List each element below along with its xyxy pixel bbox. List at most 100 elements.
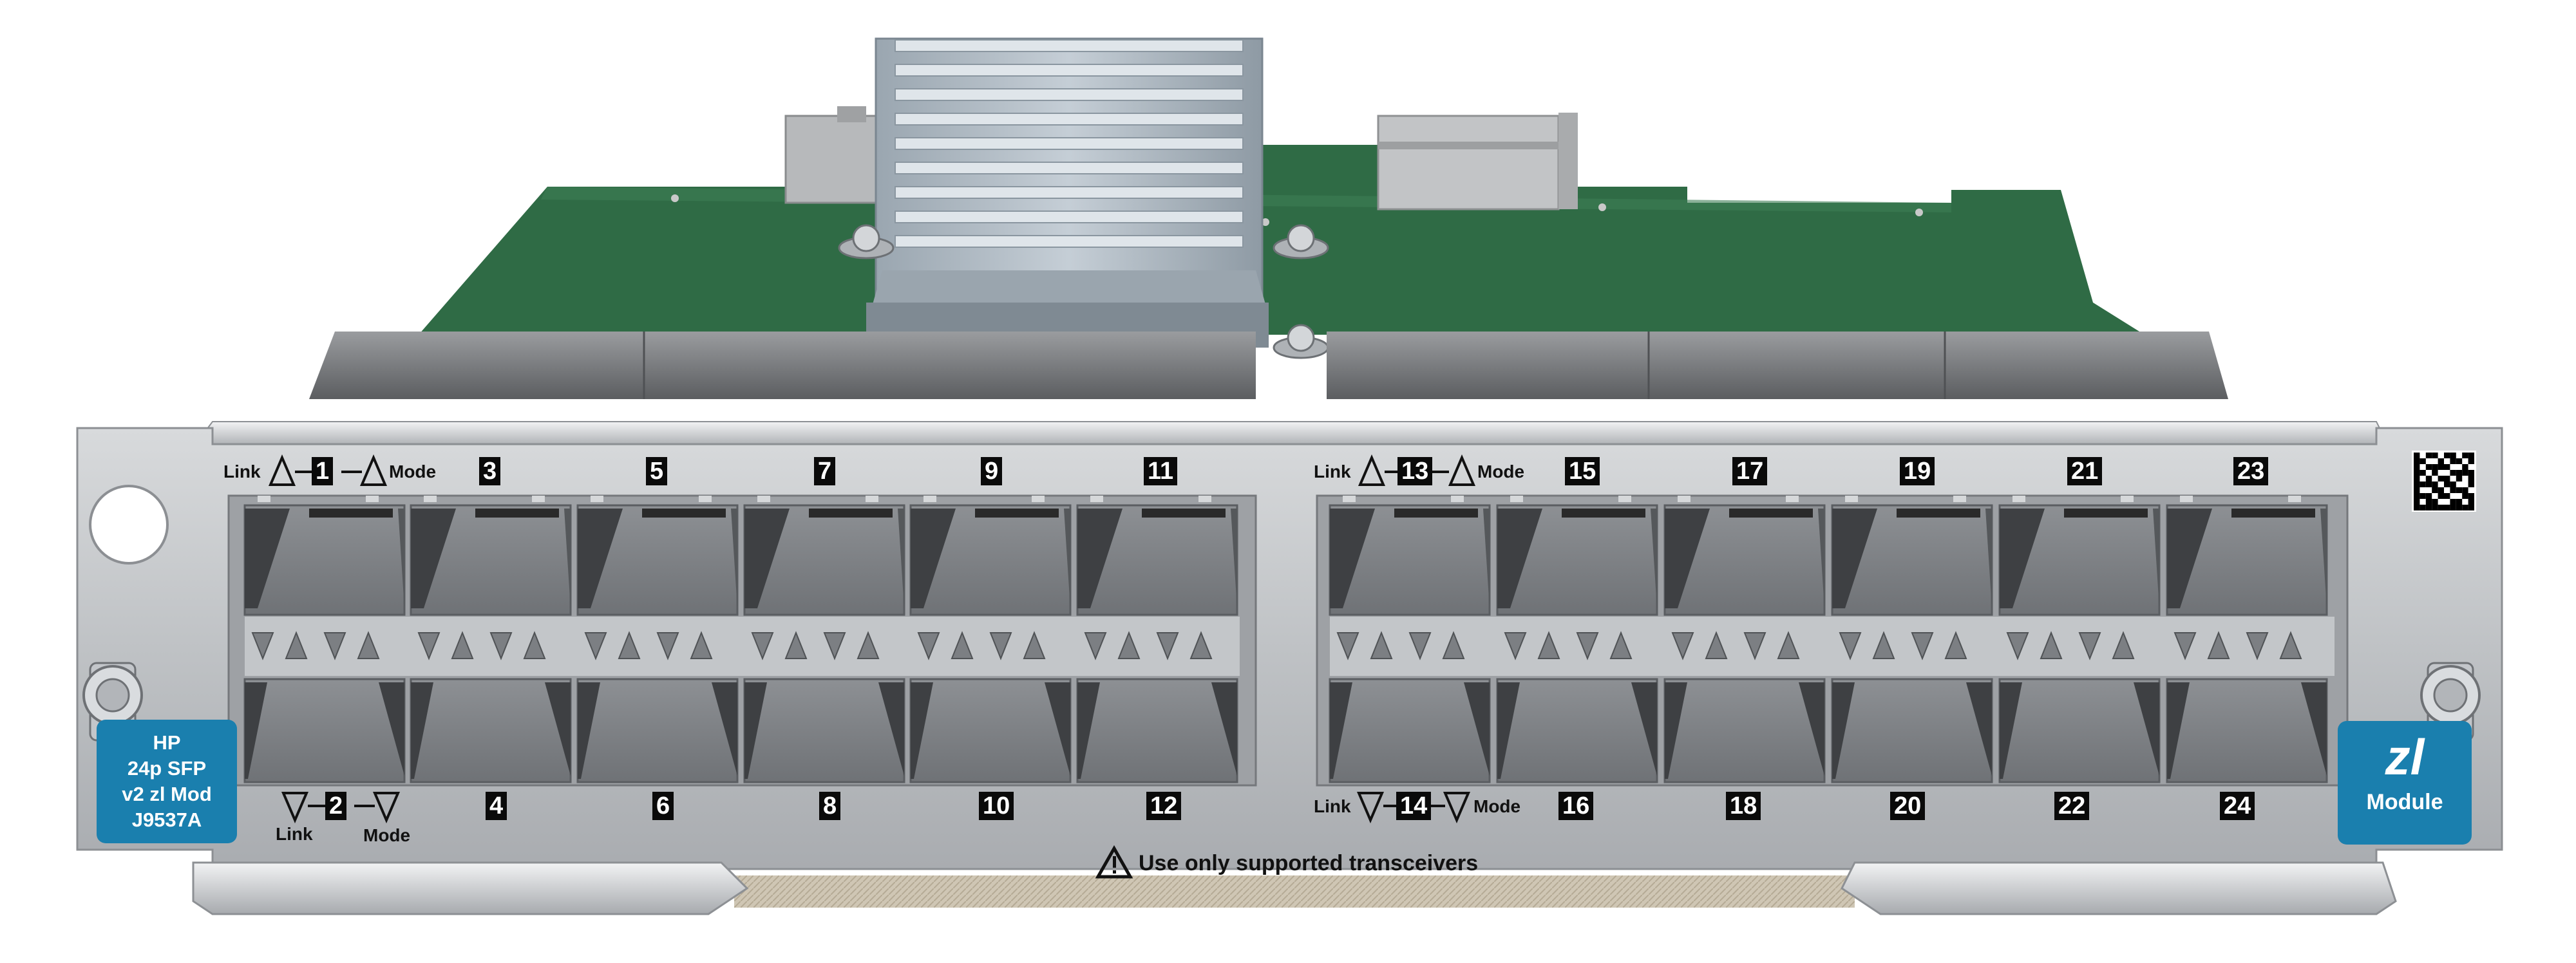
heatsink-fin bbox=[895, 235, 1244, 248]
link-indicator-icon bbox=[1358, 454, 1386, 486]
led-triangle-up-icon bbox=[1117, 631, 1141, 659]
led-triangle-up-icon bbox=[618, 631, 641, 659]
sfp-port-top-23 bbox=[2166, 496, 2328, 616]
port-label-9: 9 bbox=[981, 457, 1003, 485]
led-triangle-down-icon bbox=[1576, 632, 1599, 660]
sfp-port-bottom-22 bbox=[1998, 678, 2161, 783]
led-triangle-down-icon bbox=[2006, 632, 2029, 660]
led-triangle-down-icon bbox=[1743, 632, 1766, 660]
port-label-1: 1 bbox=[312, 457, 334, 485]
led-triangle-down-icon bbox=[1839, 632, 1862, 660]
standoff-screws bbox=[838, 224, 1329, 359]
led-triangle-down-icon bbox=[2078, 632, 2101, 660]
sfp-port-bottom-10 bbox=[909, 678, 1072, 783]
led-triangle-down-icon bbox=[251, 632, 274, 660]
led-triangle-down-icon bbox=[1084, 632, 1107, 660]
led-triangle-down-icon bbox=[323, 632, 346, 660]
sfp-port-top-13 bbox=[1329, 496, 1491, 616]
led-triangle-up-icon bbox=[857, 631, 880, 659]
led-triangle-down-icon bbox=[823, 632, 846, 660]
led-triangle-up-icon bbox=[1872, 631, 1895, 659]
sfp-port-bottom-24 bbox=[2166, 678, 2328, 783]
led-triangle-down-icon bbox=[584, 632, 607, 660]
led-triangle-up-icon bbox=[1442, 631, 1465, 659]
link-indicator-icon bbox=[268, 454, 296, 486]
led-triangle-up-icon bbox=[784, 631, 808, 659]
sfp-port-top-1 bbox=[243, 496, 406, 616]
link-label-port-1: Link bbox=[223, 462, 261, 482]
led-triangle-down-icon bbox=[2174, 632, 2197, 660]
mode-indicator-icon bbox=[1448, 454, 1476, 486]
led-triangle-up-icon bbox=[1609, 631, 1633, 659]
sfp-port-bottom-18 bbox=[1663, 678, 1826, 783]
sfp-port-top-15 bbox=[1496, 496, 1658, 616]
link-label-port-2: Link bbox=[276, 824, 313, 844]
led-triangle-up-icon bbox=[2112, 631, 2135, 659]
led-triangle-down-icon bbox=[489, 632, 513, 660]
port-label-23: 23 bbox=[2233, 457, 2269, 485]
port-label-24: 24 bbox=[2220, 792, 2255, 820]
led-triangle-up-icon bbox=[523, 631, 546, 659]
mode-label-port-1: Mode bbox=[389, 462, 437, 482]
led-triangle-down-icon bbox=[1156, 632, 1179, 660]
led-triangle-up-icon bbox=[1944, 631, 1967, 659]
mode-label-port-13: Mode bbox=[1477, 462, 1525, 482]
led-triangle-up-icon bbox=[1537, 631, 1560, 659]
faceplate bbox=[76, 427, 2503, 870]
led-triangle-down-icon bbox=[1336, 632, 1359, 660]
port-label-22: 22 bbox=[2054, 792, 2090, 820]
led-triangle-down-icon bbox=[1504, 632, 1527, 660]
port-label-6: 6 bbox=[652, 792, 674, 820]
sfp-port-bottom-6 bbox=[576, 678, 739, 783]
led-triangle-up-icon bbox=[1705, 631, 1728, 659]
port-label-14: 14 bbox=[1396, 792, 1432, 820]
zl-module-label: Module bbox=[2366, 790, 2443, 814]
port-label-18: 18 bbox=[1726, 792, 1761, 820]
sfp-port-top-5 bbox=[576, 496, 739, 616]
link-label-port-14: Link bbox=[1314, 796, 1351, 816]
port-label-4: 4 bbox=[486, 792, 507, 820]
led-triangle-down-icon bbox=[1408, 632, 1432, 660]
badge-line-sku: J9537A bbox=[131, 809, 202, 831]
sfp-port-bottom-12 bbox=[1076, 678, 1238, 783]
mode-label-port-2: Mode bbox=[363, 825, 411, 845]
badge-line-model: v2 zl Mod bbox=[122, 783, 212, 805]
heatsink-fin bbox=[895, 64, 1244, 77]
warning-icon bbox=[1095, 845, 1133, 879]
zl-module-badge: zl Module bbox=[2338, 721, 2472, 845]
sfp-port-top-11 bbox=[1076, 496, 1238, 616]
port-label-21: 21 bbox=[2067, 457, 2103, 485]
led-triangle-down-icon bbox=[917, 632, 940, 660]
led-triangle-up-icon bbox=[2207, 631, 2230, 659]
zl-label: zl bbox=[2385, 729, 2425, 785]
port-label-5: 5 bbox=[646, 457, 668, 485]
port-label-19: 19 bbox=[1900, 457, 1935, 485]
heatsink-fin bbox=[895, 162, 1244, 174]
port-label-20: 20 bbox=[1890, 792, 1926, 820]
sfp-port-top-21 bbox=[1998, 496, 2161, 616]
badge-line-brand: HP bbox=[153, 731, 181, 754]
mode-indicator-icon bbox=[372, 792, 401, 824]
led-triangle-up-icon bbox=[1189, 631, 1213, 659]
led-triangle-up-icon bbox=[2279, 631, 2302, 659]
port-label-7: 7 bbox=[814, 457, 836, 485]
led-triangle-up-icon bbox=[285, 631, 308, 659]
led-triangle-up-icon bbox=[357, 631, 380, 659]
link-label-port-13: Link bbox=[1314, 462, 1351, 482]
sfp-port-top-7 bbox=[743, 496, 905, 616]
sfp-port-bottom-8 bbox=[743, 678, 905, 783]
led-triangle-up-icon bbox=[1023, 631, 1046, 659]
sfp-port-bottom-20 bbox=[1831, 678, 1993, 783]
sfp-ports-top-row bbox=[243, 496, 2328, 616]
board-connector-right bbox=[1377, 113, 1578, 210]
mode-indicator-icon bbox=[1443, 792, 1471, 824]
sfp-ports-bottom-row bbox=[243, 678, 2328, 783]
port-label-13: 13 bbox=[1397, 457, 1433, 485]
warning-text: Use only supported transceivers bbox=[1139, 851, 1479, 875]
led-triangle-up-icon bbox=[690, 631, 713, 659]
link-indicator-icon bbox=[1356, 792, 1385, 824]
heatsink bbox=[866, 37, 1269, 348]
led-triangle-up-icon bbox=[451, 631, 474, 659]
port-led-row bbox=[251, 454, 2302, 824]
